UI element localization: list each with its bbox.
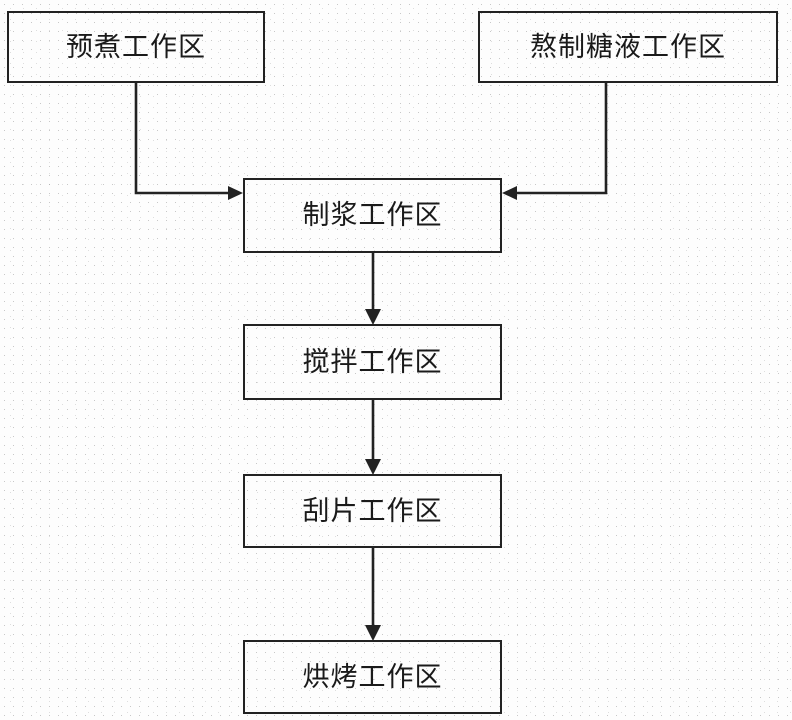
edge-sugar-syrup-to-pulping (502, 83, 608, 200)
flow-node-stirring[interactable]: 搅拌工作区 (243, 324, 502, 400)
flow-node-pulping[interactable]: 制浆工作区 (243, 178, 502, 253)
flow-node-label: 熬制糖液工作区 (530, 31, 726, 63)
flow-node-label: 搅拌工作区 (302, 346, 443, 378)
arrowhead-down-icon (365, 309, 381, 325)
edge-pulping-to-stirring (365, 253, 381, 325)
edge-scraping-to-baking (365, 548, 381, 641)
flow-node-label: 烘烤工作区 (302, 661, 443, 693)
arrowhead-right-icon (228, 186, 243, 200)
edge-precook-to-pulping (134, 83, 243, 200)
arrowhead-down-icon (365, 459, 381, 475)
flow-node-label: 预煮工作区 (66, 31, 206, 63)
flow-node-label: 制浆工作区 (302, 200, 443, 231)
flow-node-baking[interactable]: 烘烤工作区 (243, 640, 502, 714)
flow-node-scraping[interactable]: 刮片工作区 (243, 474, 502, 548)
arrowhead-left-icon (502, 186, 517, 200)
flow-node-precook[interactable]: 预煮工作区 (7, 11, 265, 83)
edge-stirring-to-scraping (365, 400, 381, 475)
flow-node-label: 刮片工作区 (302, 495, 443, 527)
arrowhead-down-icon (365, 625, 381, 641)
flow-node-sugar-syrup[interactable]: 熬制糖液工作区 (478, 11, 778, 83)
